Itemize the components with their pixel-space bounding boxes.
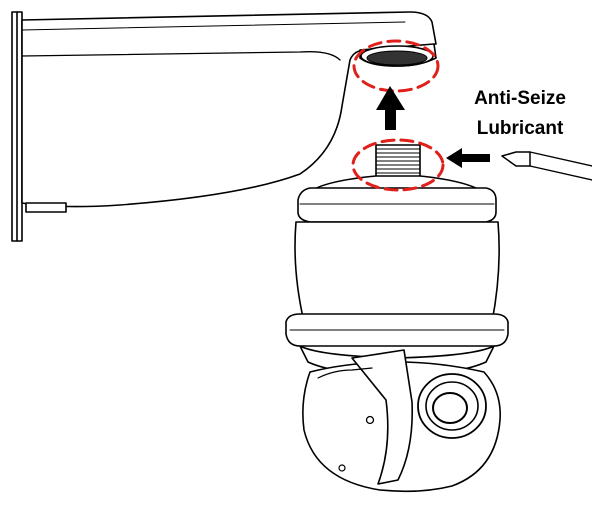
callout-line-1: Anti-Seize xyxy=(474,88,566,109)
callout-line-2: Lubricant xyxy=(476,118,564,139)
bracket-arm xyxy=(21,11,437,208)
ptz-dome-camera-icon xyxy=(285,144,509,493)
housing-band xyxy=(297,187,497,223)
lens-icon xyxy=(417,373,487,439)
bracket-foot xyxy=(25,202,67,213)
up-arrow-icon xyxy=(376,86,405,130)
bracket-thread-highlight xyxy=(352,39,440,93)
left-arrow-icon xyxy=(446,148,490,168)
housing-barrel xyxy=(294,221,500,323)
lubricant-tube-icon xyxy=(501,151,592,181)
lubricant-callout: Anti-Seize Lubricant xyxy=(452,84,588,144)
camera-thread-highlight xyxy=(351,138,445,192)
wall-mount-bracket-icon xyxy=(11,11,437,242)
camera-arm xyxy=(351,349,414,485)
